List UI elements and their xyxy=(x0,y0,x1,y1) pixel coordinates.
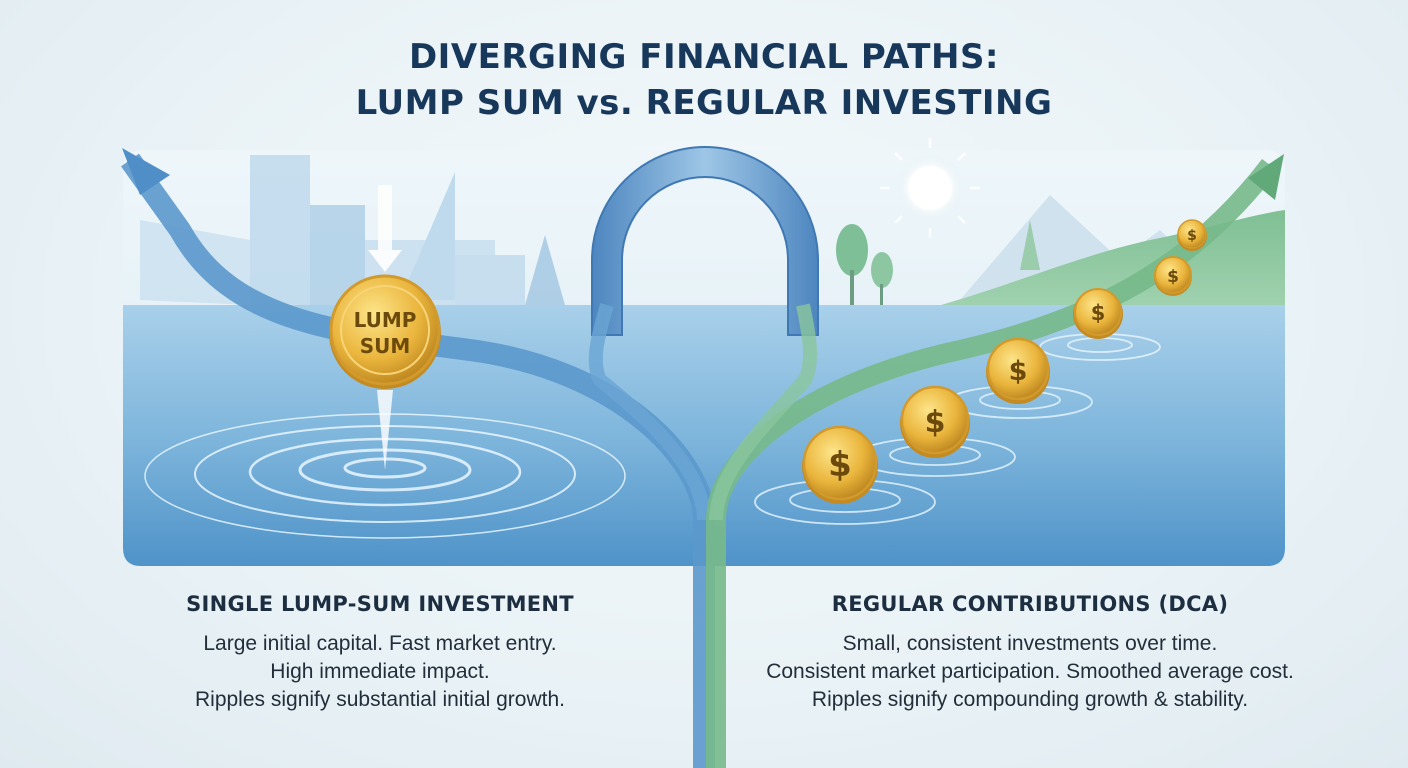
lump-sum-line-1: Large initial capital. Fast market entry… xyxy=(203,632,557,655)
svg-text:$: $ xyxy=(925,405,946,440)
dca-line-3: Ripples signify compounding growth & sta… xyxy=(811,688,1249,711)
dollar-coin-icon: $ xyxy=(900,385,970,458)
lump-coin-line-2: SUM xyxy=(360,334,411,358)
dollar-coin-icon: $ xyxy=(1154,256,1192,296)
dca-heading: REGULAR CONTRIBUTIONS (DCA) xyxy=(831,592,1229,616)
svg-text:$: $ xyxy=(1009,356,1028,387)
sun-icon xyxy=(880,138,980,238)
svg-text:$: $ xyxy=(1187,228,1197,244)
green-arrow-icon xyxy=(1248,154,1284,200)
page-title: DIVERGING FINANCIAL PATHS: LUMP SUM vs. … xyxy=(0,34,1408,126)
dollar-coin-icon: $ xyxy=(1177,219,1207,251)
title-line-2: LUMP SUM vs. REGULAR INVESTING xyxy=(355,83,1053,123)
dollar-coin-icon: $ xyxy=(802,425,878,504)
dollar-coin-icon: $ xyxy=(1073,288,1123,339)
dca-caption: REGULAR CONTRIBUTIONS (DCA) Small, consi… xyxy=(740,592,1320,714)
dollar-coin-icon: $ xyxy=(986,337,1050,404)
dca-line-2: Consistent market participation. Smoothe… xyxy=(766,660,1294,683)
lump-sum-line-2: High immediate impact. xyxy=(270,660,490,683)
arch xyxy=(591,146,819,336)
trees xyxy=(836,220,1040,310)
title-line-1: DIVERGING FINANCIAL PATHS: xyxy=(408,37,1000,77)
splash xyxy=(377,390,393,470)
dca-line-1: Small, consistent investments over time. xyxy=(842,632,1218,655)
lump-sum-coin: LUMP SUM xyxy=(329,274,441,389)
svg-text:$: $ xyxy=(1167,267,1179,287)
lump-sum-caption: SINGLE LUMP-SUM INVESTMENT Large initial… xyxy=(110,592,650,714)
lump-coin-line-1: LUMP xyxy=(354,308,417,332)
blue-arrow-icon xyxy=(122,148,170,195)
dca-coins: $ $ $ $ $ $ xyxy=(802,219,1207,504)
down-arrow-icon xyxy=(368,185,402,272)
lump-sum-line-3: Ripples signify substantial initial grow… xyxy=(194,688,565,711)
svg-text:$: $ xyxy=(828,445,852,485)
lump-sum-heading: SINGLE LUMP-SUM INVESTMENT xyxy=(186,592,574,616)
svg-text:$: $ xyxy=(1091,301,1106,325)
